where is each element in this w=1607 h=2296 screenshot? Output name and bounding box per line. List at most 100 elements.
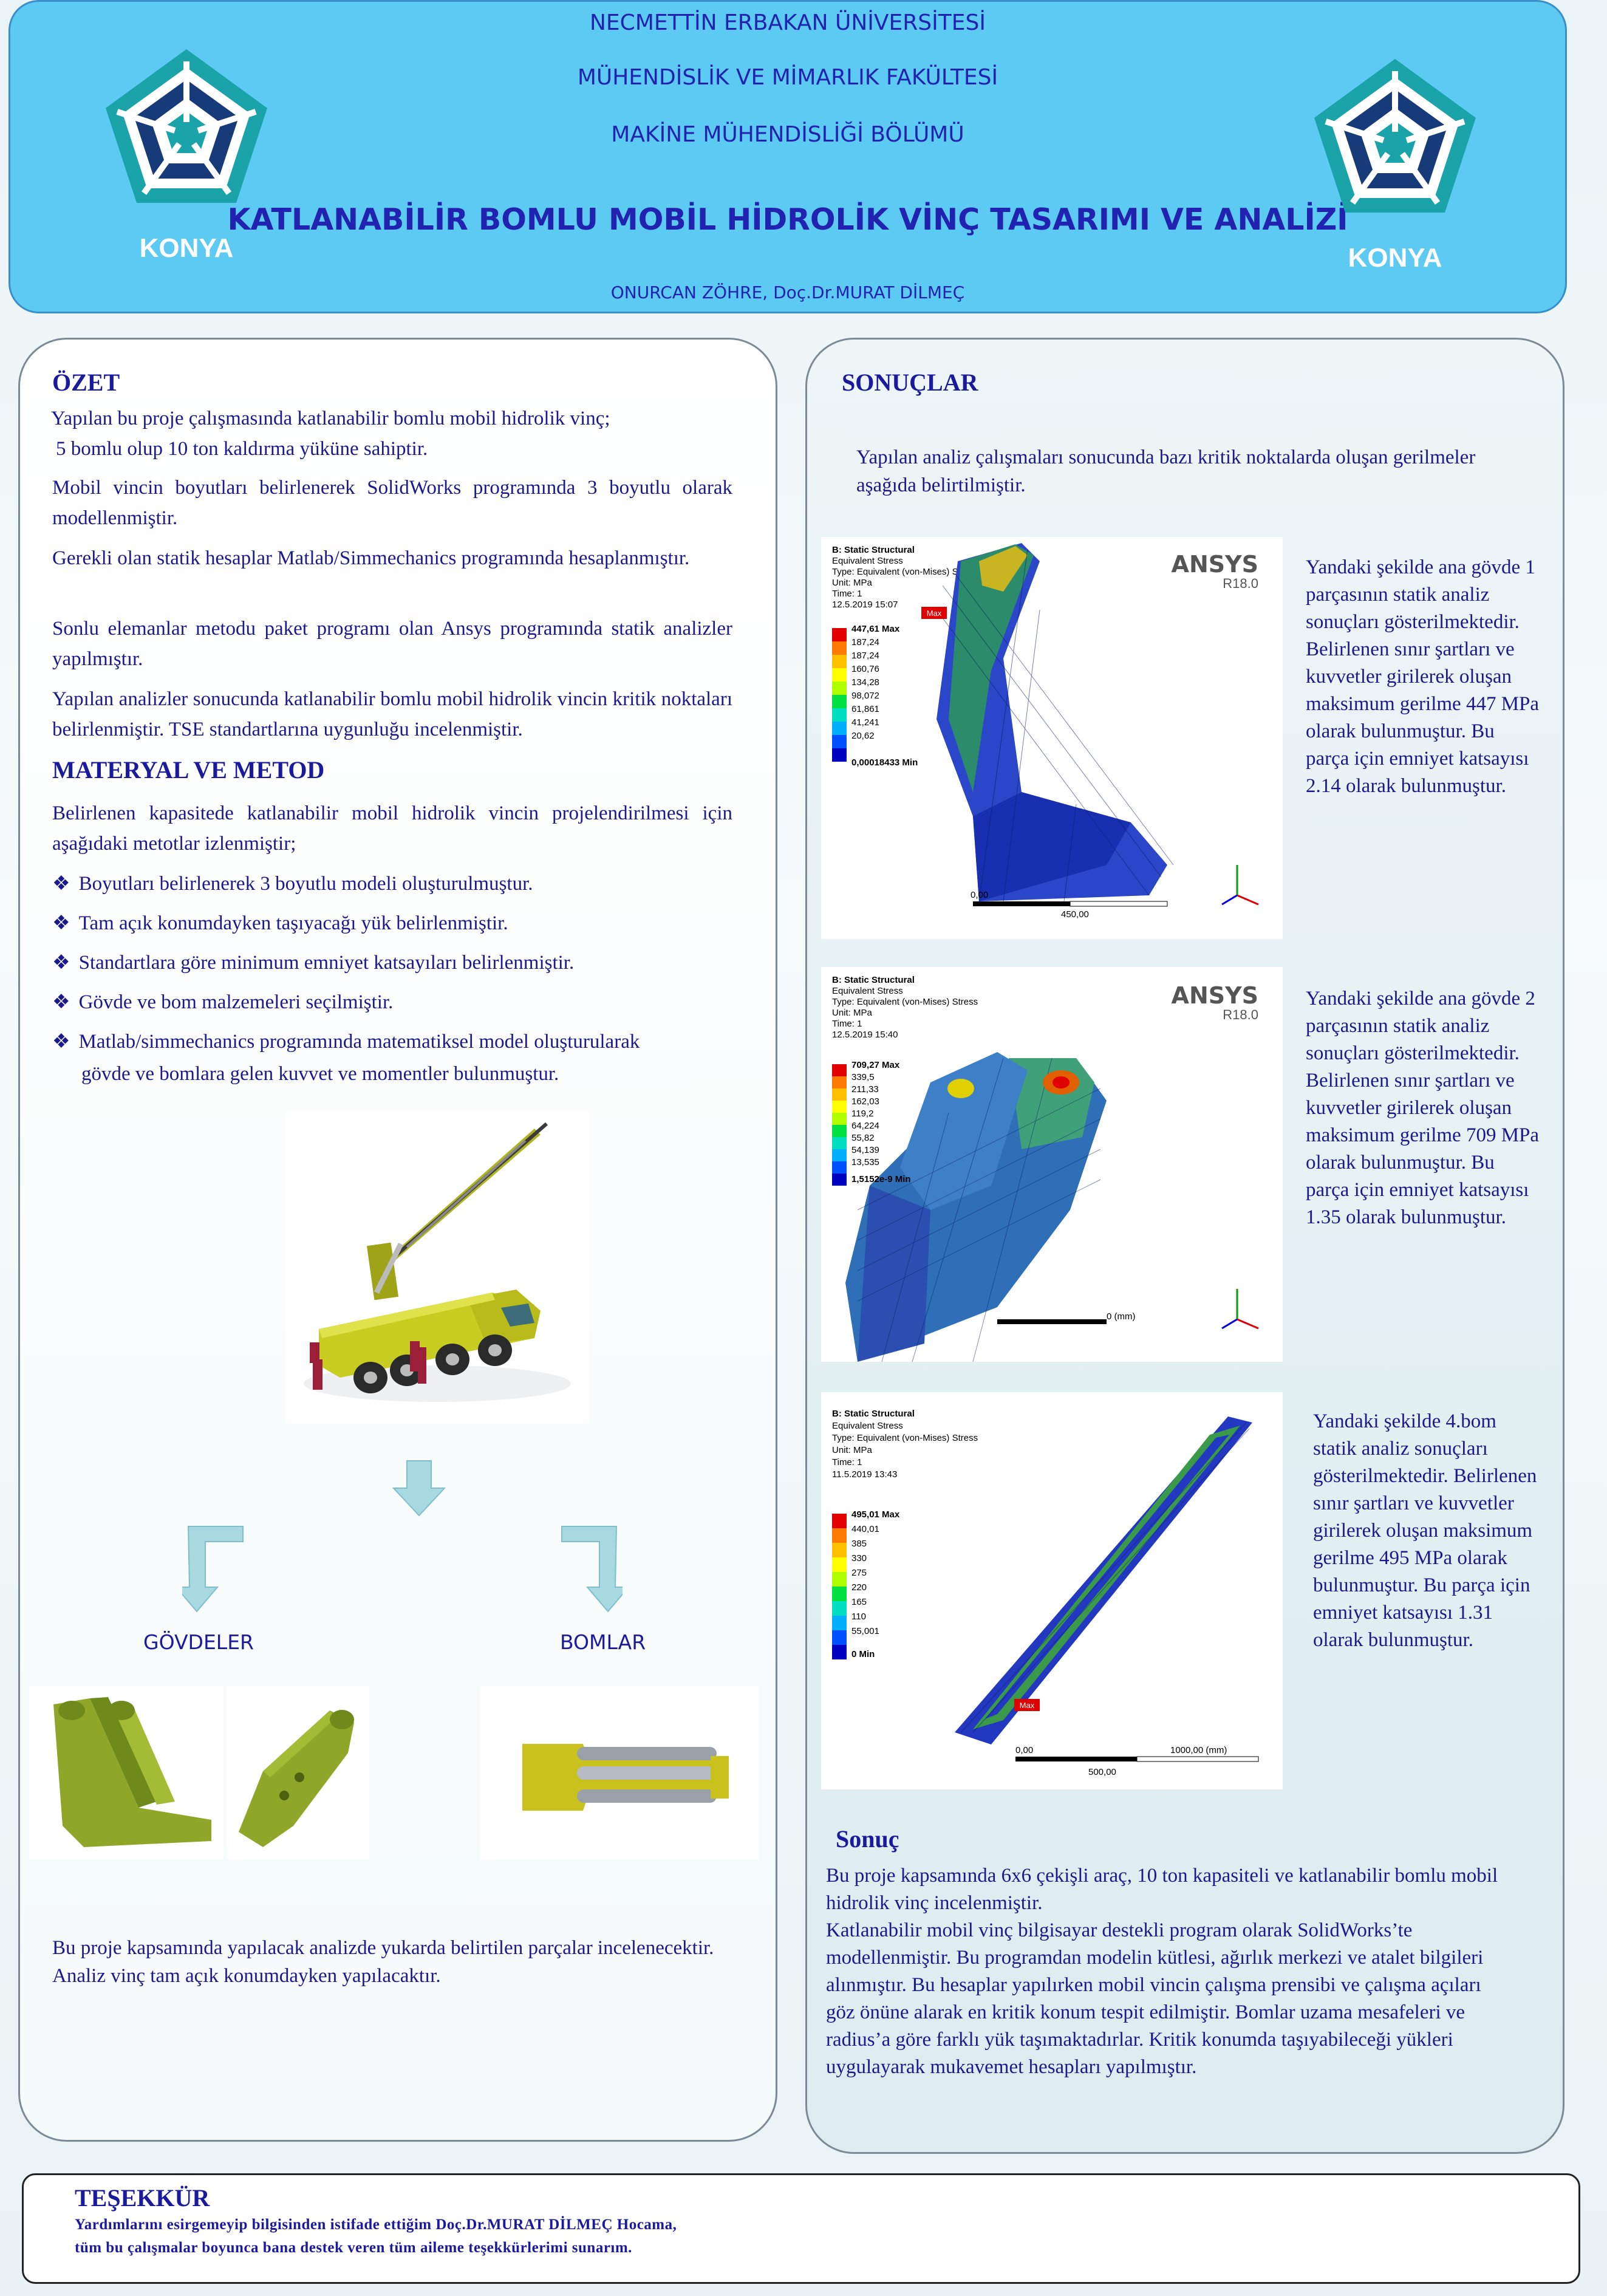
a1-legend-0: 447,61 Max bbox=[851, 624, 900, 634]
method-bullet-5: ❖Matlab/simmechanics programında matemat… bbox=[52, 1027, 732, 1057]
ozet-heading: ÖZET bbox=[52, 369, 120, 396]
a2-legend-1: 339,5 bbox=[851, 1072, 875, 1082]
govdeler-label: GÖVDELER bbox=[143, 1630, 254, 1654]
tesekkur-heading: TEŞEKKÜR bbox=[75, 2184, 210, 2212]
analysis-2-text: Yandaki şekilde ana gövde 2 parçasının s… bbox=[1306, 988, 1540, 1228]
a3-max-tag: Max bbox=[1020, 1701, 1035, 1710]
ozet-paragraph-2: Mobil vincin boyutları belirlenerek Soli… bbox=[52, 477, 732, 529]
sonuclar-heading: SONUÇLAR bbox=[842, 369, 978, 396]
a2-version: R18.0 bbox=[1223, 1007, 1258, 1022]
method-bullet-5-continued: gövde ve bomlara gelen kuvvet ve momentl… bbox=[81, 1063, 559, 1085]
ozet-paragraph-1: Yapılan bu proje çalışmasında katlanabil… bbox=[51, 403, 731, 464]
a1-header-1: B: Static Structural bbox=[832, 545, 915, 555]
a1-header-2: Equivalent Stress bbox=[832, 556, 903, 566]
a1-header-5: Time: 1 bbox=[832, 589, 862, 599]
a1-max-tag: Max bbox=[927, 609, 942, 618]
govde-1-image bbox=[29, 1686, 223, 1859]
logo-caption-left: KONYA bbox=[140, 233, 234, 263]
bom-image bbox=[480, 1686, 759, 1859]
a3-header-4: Unit: MPa bbox=[832, 1445, 873, 1455]
method-bullet-3: ❖Standartlara göre minimum emniyet katsa… bbox=[52, 948, 574, 978]
a2-header-1: B: Static Structural bbox=[832, 975, 915, 985]
a1-scale-mid: 450,00 bbox=[1061, 909, 1089, 920]
bullet-text: Tam açık konumdayken taşıyacağı yük beli… bbox=[78, 912, 508, 934]
sonuclar-intro: Yapılan analiz çalışmaları sonucunda baz… bbox=[856, 446, 1476, 496]
a1-legend-8: 20,62 bbox=[851, 731, 875, 741]
logo-caption-right: KONYA bbox=[1348, 243, 1442, 273]
a1-legend-4: 134,28 bbox=[851, 677, 879, 688]
ozet-paragraph-3: Gerekli olan statik hesaplar Matlab/Simm… bbox=[52, 547, 690, 569]
a3-header-2: Equivalent Stress bbox=[832, 1421, 903, 1431]
tesekkur-line-1: Yardımlarını esirgemeyip bilgisinden ist… bbox=[75, 2216, 677, 2233]
a2-legend-8: 13,535 bbox=[851, 1157, 879, 1167]
poster-title: KATLANABİLİR BOMLU MOBİL HİDROLİK VİNÇ T… bbox=[227, 202, 1348, 237]
a2-legend-7: 54,139 bbox=[851, 1145, 879, 1155]
a3-legend-7: 110 bbox=[851, 1611, 866, 1622]
a3-legend-9: 0 Min bbox=[851, 1649, 875, 1659]
a3-header-3: Type: Equivalent (von-Mises) Stress bbox=[832, 1433, 978, 1443]
a3-legend-1: 440,01 bbox=[851, 1524, 879, 1534]
a3-scale-right: 1000,00 (mm) bbox=[1170, 1745, 1227, 1755]
a2-brand: ANSYS bbox=[1172, 982, 1258, 1009]
bullet-icon: ❖ bbox=[52, 991, 70, 1013]
method-bullet-4: ❖Gövde ve bom malzemeleri seçilmiştir. bbox=[52, 987, 393, 1017]
a3-scale-left: 0,00 bbox=[1015, 1745, 1033, 1755]
a1-legend-3: 160,76 bbox=[851, 664, 879, 674]
ozet-paragraph-5: Yapılan analizler sonucunda katlanabilir… bbox=[52, 688, 732, 740]
ozet-p1-line1: Yapılan bu proje çalışmasında katlanabil… bbox=[51, 408, 610, 429]
ansys-analysis-2-image: B: Static Structural Equivalent Stress T… bbox=[821, 967, 1283, 1362]
a1-header-6: 12.5.2019 15:07 bbox=[832, 600, 898, 610]
bullet-text: Standartlara göre minimum emniyet katsay… bbox=[78, 952, 575, 974]
a3-header-1: B: Static Structural bbox=[832, 1409, 915, 1419]
materyal-heading: MATERYAL VE METOD bbox=[52, 756, 325, 784]
a2-header-4: Unit: MPa bbox=[832, 1008, 873, 1018]
a2-legend-3: 162,03 bbox=[851, 1096, 879, 1107]
sonuc-text: Bu proje kapsamında 6x6 çekişli araç, 10… bbox=[826, 1862, 1512, 2081]
govde-2-image bbox=[227, 1686, 369, 1859]
university-logo-left: KONYA bbox=[106, 49, 267, 263]
authors: ONURCAN ZÖHRE, Doç.Dr.MURAT DİLMEÇ bbox=[610, 282, 965, 302]
down-arrow-icon bbox=[392, 1460, 446, 1517]
a2-header-2: Equivalent Stress bbox=[832, 986, 903, 996]
department-name: MAKİNE MÜHENDİSLİĞİ BÖLÜMÜ bbox=[611, 122, 964, 147]
a2-legend-2: 211,33 bbox=[851, 1084, 879, 1095]
tesekkur-line-2: tüm bu çalışmalar boyunca bana destek ve… bbox=[75, 2240, 632, 2256]
a1-brand: ANSYS bbox=[1172, 551, 1258, 578]
a1-legend-7: 41,241 bbox=[851, 717, 879, 728]
a2-legend-0: 709,27 Max bbox=[851, 1060, 900, 1070]
crane-model-image bbox=[285, 1110, 589, 1423]
a3-legend-4: 275 bbox=[851, 1568, 867, 1578]
materyal-intro: Belirlenen kapasitede katlanabilir mobil… bbox=[52, 802, 732, 855]
a1-legend-1: 187,24 bbox=[851, 637, 879, 647]
a1-header-3: Type: Equivalent (von-Mises) Stress bbox=[832, 567, 978, 577]
a3-header-6: 11.5.2019 13:43 bbox=[832, 1469, 897, 1480]
a2-legend-5: 64,224 bbox=[851, 1121, 879, 1131]
ozet-paragraph-4: Sonlu elemanlar metodu paket programı ol… bbox=[52, 618, 732, 670]
a1-legend-6: 61,861 bbox=[851, 704, 879, 714]
a2-legend-6: 55,82 bbox=[851, 1133, 875, 1143]
a3-scale-mid: 500,00 bbox=[1088, 1767, 1116, 1777]
sonuc-heading: Sonuç bbox=[836, 1825, 899, 1853]
a3-legend-2: 385 bbox=[851, 1539, 867, 1549]
a3-legend-0: 495,01 Max bbox=[851, 1509, 900, 1520]
a3-legend-5: 220 bbox=[851, 1582, 867, 1593]
method-bullet-2: ❖ Tam açık konumdayken taşıyacağı yük bel… bbox=[52, 908, 508, 938]
bullet-text: Boyutları belirlenerek 3 boyutlu modeli … bbox=[78, 873, 533, 895]
a1-scale-left: 0,00 bbox=[971, 890, 988, 900]
bullet-icon: ❖ bbox=[52, 1031, 70, 1053]
bomlar-label: BOMLAR bbox=[560, 1630, 646, 1654]
a3-header-5: Time: 1 bbox=[832, 1457, 862, 1467]
a2-legend-9: 1,5152e-9 Min bbox=[851, 1174, 911, 1184]
a2-header-6: 12.5.2019 15:40 bbox=[832, 1030, 898, 1040]
closing-paragraph: Bu proje kapsamında yapılacak analizde y… bbox=[52, 1937, 714, 1987]
bullet-icon: ❖ bbox=[52, 912, 70, 934]
ansys-analysis-3-image: B: Static Structural Equivalent Stress T… bbox=[821, 1392, 1283, 1789]
poster-header: NECMETTİN ERBAKAN ÜNİVERSİTESİ MÜHENDİSL… bbox=[9, 0, 1567, 313]
a1-header-4: Unit: MPa bbox=[832, 578, 873, 588]
method-bullet-1: ❖Boyutları belirlenerek 3 boyutlu modeli… bbox=[52, 869, 533, 899]
university-name: NECMETTİN ERBAKAN ÜNİVERSİTESİ bbox=[590, 10, 986, 35]
a2-header-3: Type: Equivalent (von-Mises) Stress bbox=[832, 997, 978, 1007]
ozet-p1-line2: 5 bomlu olup 10 ton kaldırma yüküne sahi… bbox=[56, 438, 428, 460]
ansys-analysis-1-image: B: Static Structural Equivalent Stress T… bbox=[821, 537, 1283, 939]
a1-legend-9: 0,00018433 Min bbox=[851, 757, 918, 768]
